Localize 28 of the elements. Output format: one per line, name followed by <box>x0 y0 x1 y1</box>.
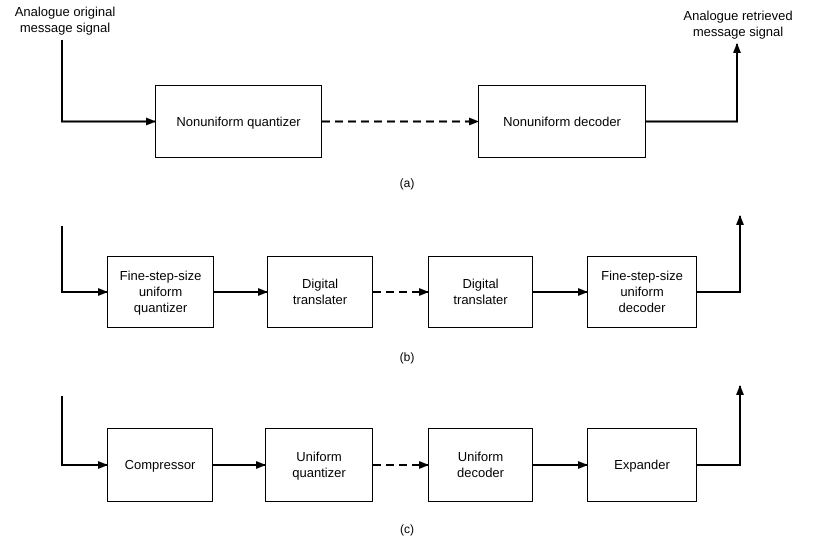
signal-label: Analogue retrieved message signal <box>668 8 808 44</box>
process-box: Fine-step-size uniform quantizer <box>107 256 214 328</box>
panel-label: (c) <box>399 522 415 536</box>
arrow <box>373 288 429 296</box>
arrow <box>61 226 108 296</box>
arrow <box>533 288 588 296</box>
process-box: Digital translater <box>428 256 533 328</box>
signal-label: Analogue original message signal <box>2 4 128 40</box>
arrow <box>697 385 744 466</box>
process-box: Fine-step-size uniform decoder <box>587 256 697 328</box>
arrow <box>533 461 588 469</box>
panel-label: (b) <box>398 350 416 364</box>
arrow <box>213 461 266 469</box>
arrow <box>214 288 268 296</box>
process-box: Digital translater <box>267 256 373 328</box>
arrow <box>322 118 479 126</box>
panel-label: (a) <box>398 176 416 190</box>
process-box: Nonuniform quantizer <box>155 85 322 158</box>
process-box: Uniform quantizer <box>265 428 373 502</box>
process-box: Compressor <box>107 428 213 502</box>
arrow <box>697 215 744 293</box>
arrow <box>61 40 156 126</box>
arrow <box>646 43 741 122</box>
process-box: Nonuniform decoder <box>478 85 646 158</box>
arrow <box>61 396 108 469</box>
arrow <box>373 461 429 469</box>
process-box: Uniform decoder <box>428 428 533 502</box>
process-box: Expander <box>587 428 697 502</box>
